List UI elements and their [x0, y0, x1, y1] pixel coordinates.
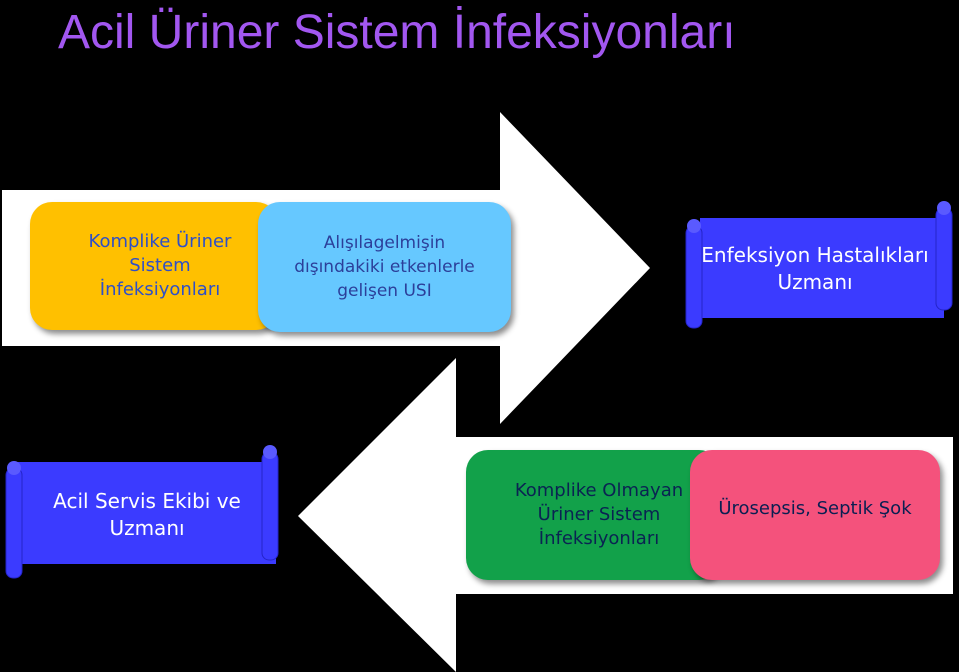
urosepsis-label: Ürosepsis, Septik Şok	[718, 498, 912, 519]
infectious-disease-specialist-label: Enfeksiyon Hastalıkları Uzmanı	[701, 243, 929, 294]
scroll-banner-top	[685, 201, 953, 329]
emergency-team-label: Acil Servis Ekibi ve Uzmanı	[53, 489, 241, 540]
complicated-uti-box: Komplike Üriner Sistem İnfeksiyonları	[30, 202, 278, 330]
complicated-uti-label: Komplike Üriner Sistem İnfeksiyonları	[88, 231, 232, 300]
page-title: Acil Üriner Sistem İnfeksiyonları	[58, 6, 736, 59]
unusual-pathogens-box: Alışılagelmişin dışındakiki etkenlerle g…	[258, 202, 511, 332]
unusual-pathogens-label: Alışılagelmişin dışındakiki etkenlerle g…	[294, 233, 475, 301]
urosepsis-box: Ürosepsis, Septik Şok	[690, 450, 940, 580]
scroll-banner-bottom	[5, 445, 279, 579]
uncomplicated-uti-label: Komplike Olmayan Üriner Sistem İnfeksiyo…	[514, 480, 684, 549]
uncomplicated-uti-box: Komplike Olmayan Üriner Sistem İnfeksiyo…	[466, 450, 721, 580]
